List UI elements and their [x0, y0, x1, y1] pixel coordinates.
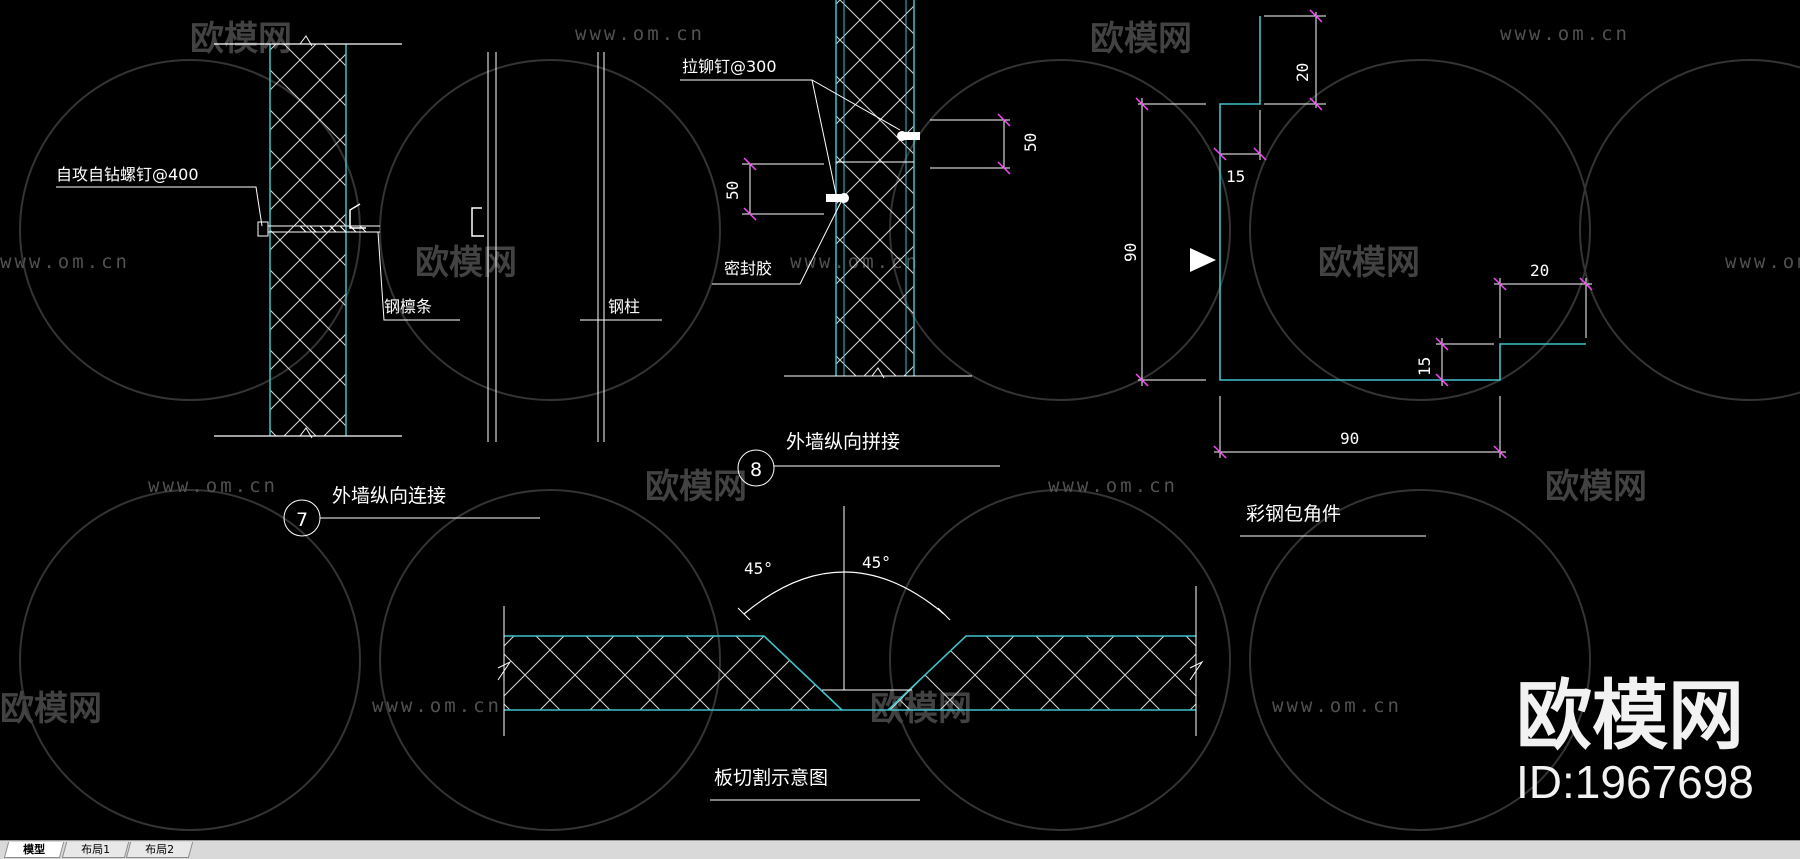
watermark-url-2: www.om.cn: [575, 23, 705, 45]
sandwich-panel-8: [836, 0, 914, 376]
cad-drawing-canvas[interactable]: www.om.cn www.om.cn www.om.cn www.om.cn …: [0, 0, 1800, 840]
cut-panel-left: [504, 636, 842, 710]
drawing-svg: www.om.cn www.om.cn www.om.cn www.om.cn …: [0, 0, 1800, 831]
watermark-url-9: www.om.cn: [1272, 695, 1402, 717]
detail-8[interactable]: 50 50 拉铆钉@300 密封胶 8 外墙纵向拼接: [680, 0, 1040, 487]
watermark-brand-4: 欧模网: [1318, 243, 1420, 283]
corner-flashing-detail[interactable]: 20 15 90 20 15 90 彩钢包角件: [1121, 9, 1593, 537]
screw-head: [257, 221, 269, 237]
detail-7[interactable]: 自攻自钻螺钉@400 钢檩条 钢柱 7 外墙纵向连接: [56, 35, 662, 537]
flashing-profile: [1219, 16, 1586, 381]
angle-right: 45°: [862, 553, 891, 572]
watermark-url-1: www.om.cn: [1500, 23, 1630, 45]
label-sealant: 密封胶: [724, 259, 772, 278]
angle-left: 45°: [744, 559, 773, 578]
dim-corner-bottom-lip-20: 20: [1530, 261, 1549, 280]
watermark-brand-3: 欧模网: [415, 243, 517, 283]
dim-upper-50: 50: [1021, 133, 1040, 152]
label-self-drilling-screw: 自攻自钻螺钉@400: [56, 165, 199, 184]
watermark-brand-5: 欧模网: [645, 467, 747, 507]
rivet-lower: [826, 193, 849, 203]
tab-model-label: 模型: [23, 843, 46, 856]
watermark-layer: www.om.cn www.om.cn www.om.cn www.om.cn …: [0, 19, 1800, 831]
dim-corner-top-20: 20: [1293, 63, 1312, 82]
dim-corner-width-90: 90: [1340, 429, 1359, 448]
corner-flashing-title: 彩钢包角件: [1246, 503, 1341, 525]
dim-corner-bottom-lip-15: 15: [1415, 357, 1434, 376]
label-steel-purlin: 钢檩条: [384, 297, 432, 316]
dim-corner-height-90: 90: [1121, 243, 1140, 262]
detail-8-title: 外墙纵向拼接: [786, 431, 900, 453]
watermark-brand-2: 欧模网: [1090, 19, 1192, 59]
view-arrow: [1190, 248, 1216, 272]
brand-overlay-id: ID:1967698: [1516, 756, 1754, 808]
brand-overlay: 欧模网 ID:1967698: [1516, 671, 1754, 808]
layout-tab-bar: 模型 布局1 布局2: [0, 840, 1800, 859]
tab-layout-2[interactable]: 布局2: [125, 842, 194, 858]
tab-layout-1-label: 布局1: [81, 843, 111, 856]
tab-layout-1[interactable]: 布局1: [61, 842, 130, 858]
sandwich-panel-7: [270, 44, 346, 436]
detail-7-number: 7: [296, 509, 308, 531]
tab-layout-2-label: 布局2: [145, 843, 175, 856]
watermark-url-6: www.om.cn: [148, 475, 278, 497]
watermark-url-8: www.om.cn: [372, 695, 502, 717]
detail-7-title: 外墙纵向连接: [332, 485, 446, 507]
detail-8-number: 8: [750, 459, 762, 481]
label-steel-column: 钢柱: [608, 297, 640, 316]
rivet-upper: [897, 131, 920, 141]
label-rivet: 拉铆钉@300: [682, 57, 777, 76]
cut-panel-right: [888, 636, 1196, 710]
watermark-brand-6: 欧模网: [1545, 467, 1647, 507]
panel-cutting-detail[interactable]: 45° 45° 板切割示意图: [497, 506, 1204, 801]
detail-8-number-circle: [737, 449, 775, 487]
dim-lower-50: 50: [723, 181, 742, 200]
watermark-url-5: www.om.cn: [1725, 251, 1800, 273]
panel-cutting-title: 板切割示意图: [714, 767, 828, 789]
dim-corner-lip-15: 15: [1226, 167, 1245, 186]
brand-overlay-name: 欧模网: [1516, 671, 1744, 760]
watermark-brand-7: 欧模网: [0, 689, 102, 729]
tab-model[interactable]: 模型: [3, 842, 65, 858]
watermark-url-7: www.om.cn: [1048, 475, 1178, 497]
watermark-url-3: www.om.cn: [0, 251, 130, 273]
